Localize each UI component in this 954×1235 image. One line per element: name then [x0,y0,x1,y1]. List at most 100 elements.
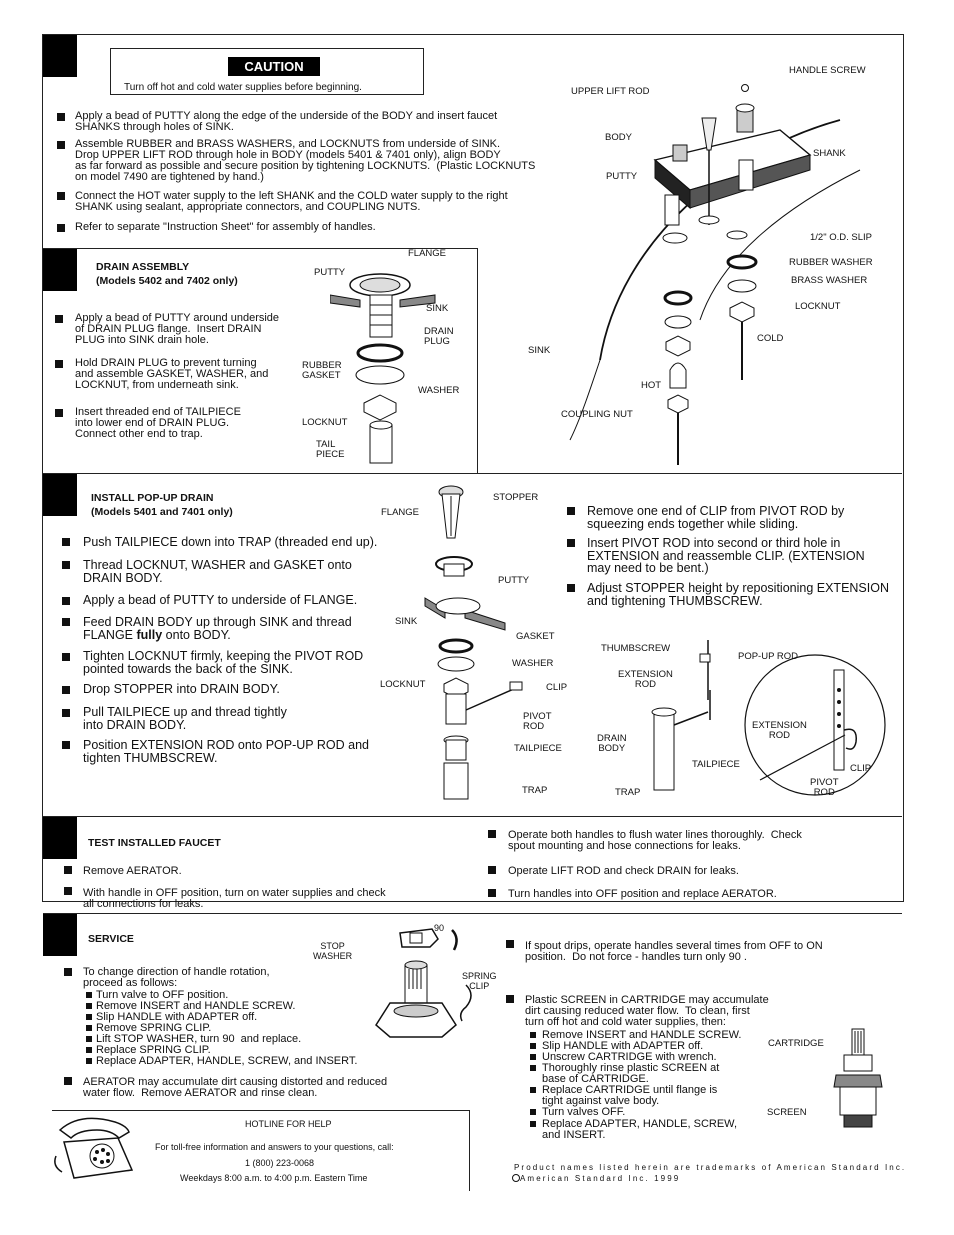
popup-label-extension-rod-detail: EXTENSION ROD [752,720,807,741]
popup-label-putty: PUTTY [498,575,530,586]
drain-label-putty: PUTTY [314,267,346,278]
bullet [86,1014,92,1020]
drain-step-3: Insert threaded end of TAILPIECE into lo… [75,406,241,440]
popup-title: INSTALL POP-UP DRAIN [91,492,214,504]
bullet [567,539,575,547]
test-left-1: Remove AERATOR. [83,865,182,877]
drain-illustration [330,273,436,464]
bullet [62,597,70,605]
test-right-3: Turn handles into OFF position and repla… [508,888,777,900]
bullet [530,1032,536,1038]
popup-label-tailpiece-2: TAILPIECE [692,759,740,770]
label-coupling-nut: COUPLING NUT [561,409,633,420]
rotation-step: Remove INSERT and HANDLE SCREW. [96,1000,296,1012]
hotline-title: HOTLINE FOR HELP [245,1119,332,1129]
caution-box [110,48,424,95]
service-title: SERVICE [88,933,134,945]
section-tab [43,914,77,956]
service-rotation-intro: To change direction of handle rotation, … [83,966,270,989]
bullet [567,507,575,515]
popup-step-4-text: Feed DRAIN BODY up through SINK and thre… [83,615,352,642]
bullet [530,1121,536,1127]
hotline-hours: Weekdays 8:00 a.m. to 4:00 p.m. Eastern … [180,1173,368,1183]
drain-title: DRAIN ASSEMBLY [96,261,190,273]
popup-step-5: Tighten LOCKNUT firmly, keeping the PIVO… [83,649,364,676]
trademark-note: Product names listed herein are trademar… [514,1163,907,1172]
install-step-1: Apply a bead of PUTTY along the edge of … [75,110,498,133]
label-rubber-washer: RUBBER WASHER [789,257,873,268]
popup-subtitle: (Models 5401 and 7401 only) [91,506,233,518]
drain-label-sink: SINK [426,303,449,314]
label-hot: HOT [641,380,662,391]
popup-label-sink: SINK [395,616,418,627]
drain-subtitle: (Models 5402 and 7402 only) [96,275,238,287]
popup-label-clip-detail: CLIP [850,763,872,774]
popup-step-2: Thread LOCKNUT, WASHER and GASKET onto D… [83,558,352,585]
label-sink: SINK [528,345,551,356]
popup-label-trap: TRAP [522,785,548,796]
bullet [488,830,496,838]
popup-step-8: Position EXTENSION ROD onto POP-UP ROD a… [83,738,369,765]
screen-step: Remove INSERT and HANDLE SCREW. [542,1029,742,1041]
label-handle-screw: HANDLE SCREW [789,65,866,76]
bullet [86,1003,92,1009]
install-step-4: Refer to separate "Instruction Sheet" fo… [75,221,376,233]
popup-label-thumbscrew: THUMBSCREW [601,643,671,654]
bullet [86,1058,92,1064]
cartridge-illustration [833,1028,883,1128]
telephone-icon [54,1117,134,1179]
caution-text: Turn off hot and cold water supplies bef… [124,82,362,93]
label-brass-washer: BRASS WASHER [791,275,868,286]
popup-step-1: Push TAILPIECE down into TRAP (threaded … [83,535,378,549]
bullet [567,584,575,592]
service-label-screen: SCREEN [767,1107,807,1118]
bullet [530,1087,536,1093]
bullet [57,113,65,121]
label-slip: 1/2" O.D. SLIP [810,232,872,243]
page-frame [42,34,904,902]
screen-step: Thoroughly rinse plastic SCREEN at base … [542,1062,720,1085]
bullet [530,1109,536,1115]
popup-right-step-1: Remove one end of CLIP from PIVOT ROD by… [587,504,845,531]
rotation-step: Slip HANDLE with ADAPTER off. [96,1011,258,1023]
popup-label-pivot-rod: PIVOT ROD [523,711,552,732]
popup-label-extension-rod: EXTENSION ROD [618,669,673,690]
test-title: TEST INSTALLED FAUCET [88,837,221,849]
drain-label-washer: WASHER [418,385,460,396]
install-step-3: Connect the HOT water supply to the left… [75,190,508,213]
popup-step-3: Apply a bead of PUTTY to underside of FL… [83,593,358,607]
rotation-step: Lift STOP WASHER, turn 90 and replace. [96,1033,302,1045]
caution-title: CAUTION [228,57,320,76]
rotation-step: Replace ADAPTER, HANDLE, SCREW, and INSE… [96,1055,358,1067]
test-right-2: Operate LIFT ROD and check DRAIN for lea… [508,865,739,877]
drain-step-2: Hold DRAIN PLUG to prevent turning and a… [75,357,269,391]
bullet [62,686,70,694]
label-cold: COLD [757,333,784,344]
popup-step-4-bold: fully [136,627,163,642]
service-aerator: AERATOR may accumulate dirt causing dist… [83,1076,388,1099]
section-tab [43,249,77,291]
service-label-stop-washer: STOP WASHER [313,941,353,961]
popup-label-gasket: GASKET [516,631,555,642]
hotline-box [52,1110,470,1191]
label-putty: PUTTY [606,171,638,182]
bullet [506,940,514,948]
popup-right-step-3: Adjust STOPPER height by repositioning E… [587,581,889,608]
service-label-ninety: 90 [434,923,445,933]
bullet [86,1036,92,1042]
section-tab [43,474,77,516]
divider [477,248,478,473]
popup-step-7: Pull TAILPIECE up and thread tightly int… [83,705,287,732]
bullet [62,741,70,749]
bullet [488,889,496,897]
valve-illustration [375,928,472,1038]
rotation-step: Remove SPRING CLIP. [96,1022,212,1034]
screen-step: Unscrew CARTRIDGE with wrench. [542,1051,717,1063]
divider [43,816,902,817]
drain-label-rubber-gasket: RUBBER GASKET [302,360,342,381]
copyright-icon [512,1174,520,1182]
bullet [62,538,70,546]
popup-label-pivot-rod-detail: PIVOT ROD [810,777,839,798]
service-screen-intro: Plastic SCREEN in CARTRIDGE may accumula… [525,994,769,1028]
popup-step-4-tail: onto BODY. [162,627,231,642]
